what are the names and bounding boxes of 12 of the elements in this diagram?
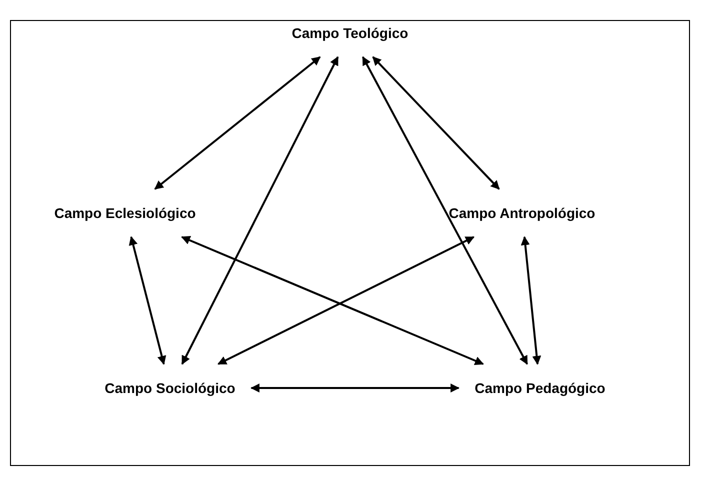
field-label: Campo Teológico xyxy=(290,23,410,43)
double-arrow xyxy=(154,56,321,190)
double-arrow xyxy=(181,56,339,365)
field-label: Campo Antropológico xyxy=(446,203,598,223)
double-arrow xyxy=(362,56,528,365)
field-label: Campo Sociológico xyxy=(102,378,238,398)
double-arrow xyxy=(250,384,460,392)
double-arrow xyxy=(372,56,500,190)
field-label: Campo Pedagógico xyxy=(472,378,608,398)
double-arrow xyxy=(128,236,166,365)
field-label: Campo Eclesiológico xyxy=(52,203,198,223)
double-arrow xyxy=(520,236,542,365)
